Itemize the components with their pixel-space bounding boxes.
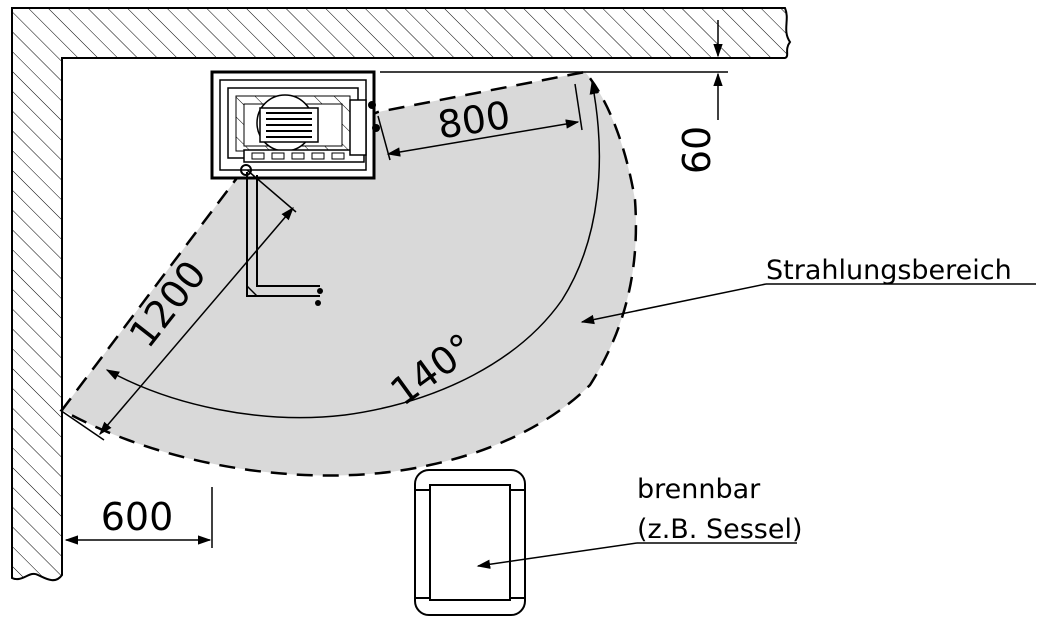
label-combustible: brennbar (z.B. Sessel) — [476, 474, 803, 569]
radiation-area-label: Strahlungsbereich — [766, 255, 1012, 286]
dimension-lateral: 600 — [64, 487, 213, 548]
label-radiation-area: Strahlungsbereich — [580, 255, 1036, 325]
dimension-wall-gap: 60 — [380, 20, 728, 174]
dimension-wall-gap-label: 60 — [675, 126, 719, 174]
dimension-lateral-label: 600 — [101, 495, 174, 539]
walls — [11, 7, 792, 582]
wall-hatched — [11, 7, 792, 582]
combustible-label-line1: brennbar — [637, 474, 761, 505]
stove — [210, 70, 380, 180]
combustible-label-line2: (z.B. Sessel) — [637, 514, 803, 545]
armchair — [414, 469, 526, 616]
